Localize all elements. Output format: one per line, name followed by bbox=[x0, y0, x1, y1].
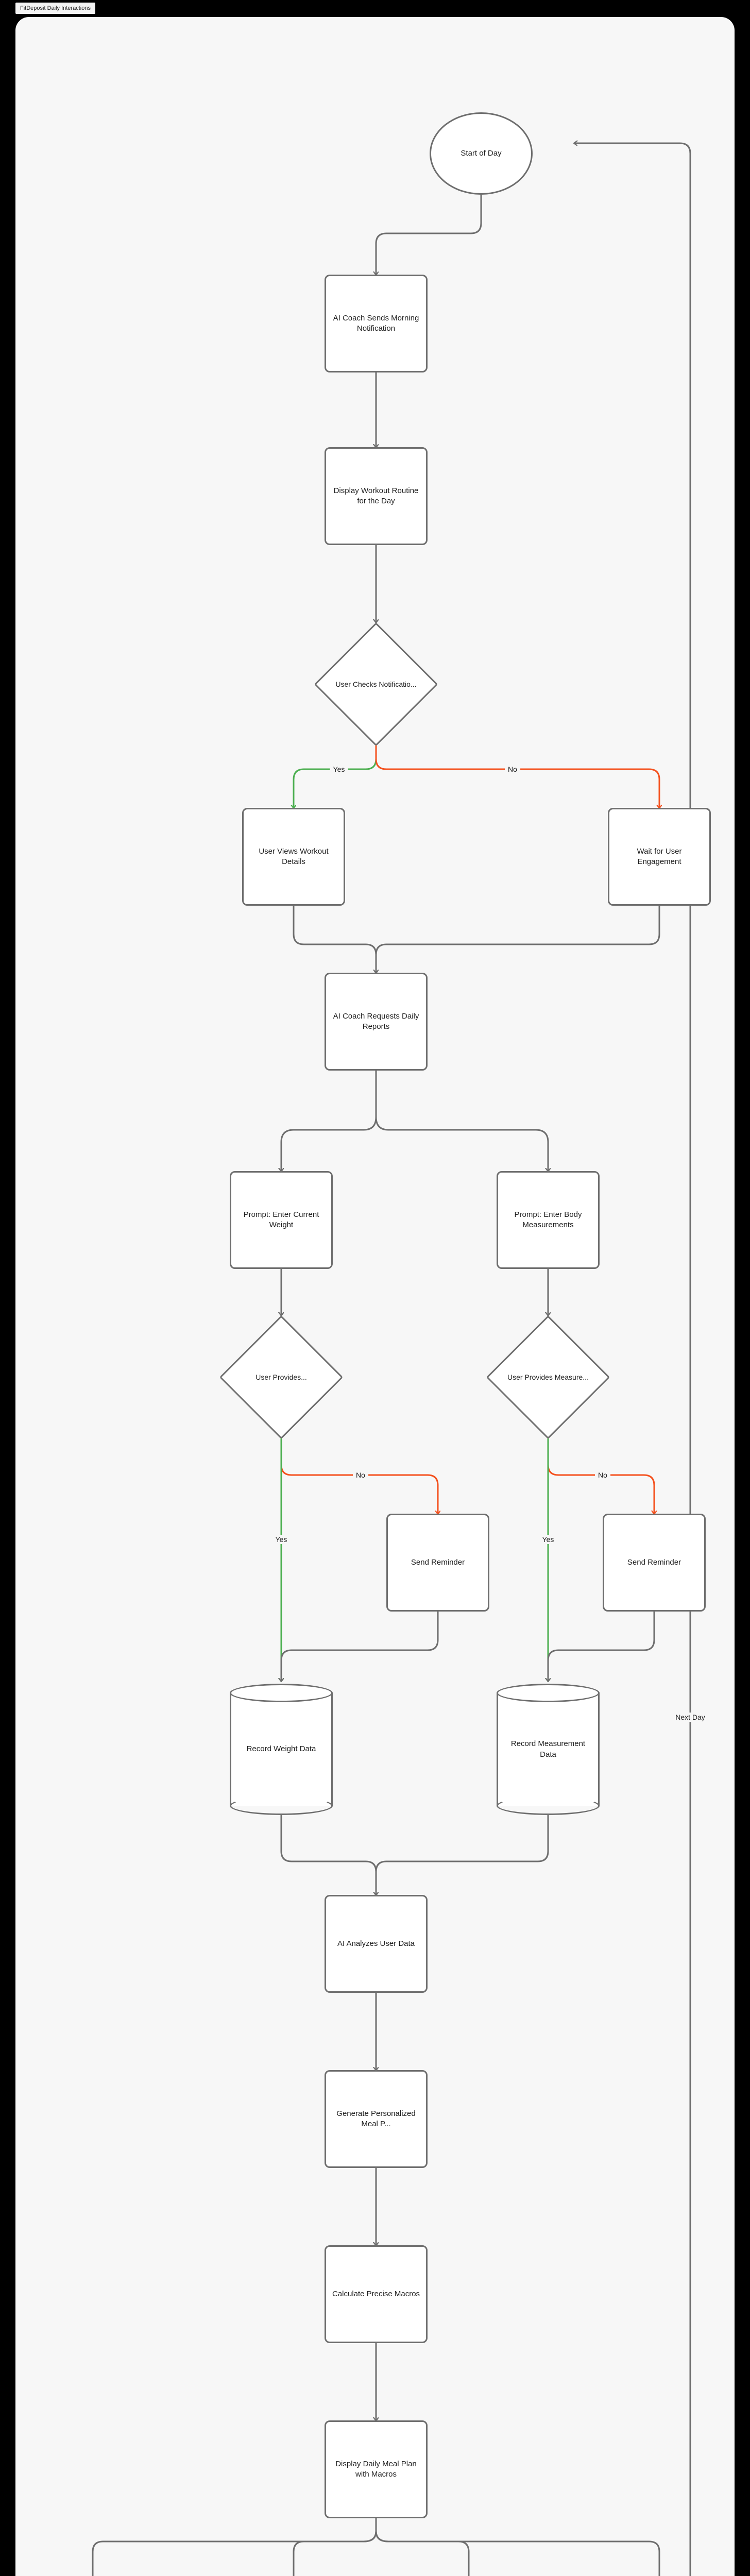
cylinder-bottom bbox=[230, 1797, 333, 1815]
node-prompt-enter-body-measurements[interactable]: Prompt: Enter Body Measurements bbox=[497, 1171, 600, 1269]
node-label: User Provides Measure... bbox=[507, 1372, 589, 1381]
node-ai-coach-requests-daily-reports[interactable]: AI Coach Requests Daily Reports bbox=[325, 973, 428, 1071]
cylinder-top bbox=[230, 1684, 333, 1702]
node-user-provides-measurements[interactable]: User Provides Measure... bbox=[486, 1315, 610, 1439]
cylinder-bottom bbox=[497, 1797, 600, 1815]
node-label: Send Reminder bbox=[411, 1557, 465, 1567]
edge-label-provides1-no: No bbox=[353, 1470, 368, 1480]
node-label: Prompt: Enter Current Weight bbox=[243, 1210, 319, 1229]
node-display-daily-meal-plan-with-macros[interactable]: Display Daily Meal Plan with Macros bbox=[325, 2420, 428, 2518]
node-label: Display Daily Meal Plan with Macros bbox=[335, 2459, 417, 2479]
node-label: User Provides... bbox=[255, 1372, 307, 1381]
node-send-reminder-weight[interactable]: Send Reminder bbox=[386, 1514, 489, 1612]
edge-label-provides2-no: No bbox=[595, 1470, 610, 1480]
node-label: Record Measurement Data bbox=[510, 1739, 586, 1759]
node-calculate-precise-macros[interactable]: Calculate Precise Macros bbox=[325, 2245, 428, 2343]
edge-label-checks-yes: Yes bbox=[330, 765, 348, 774]
node-label: Calculate Precise Macros bbox=[332, 2289, 420, 2298]
node-label: Wait for User Engagement bbox=[637, 846, 682, 866]
edge-label-provides1-yes: Yes bbox=[272, 1535, 291, 1544]
node-generate-personalized-meal-plan[interactable]: Generate Personalized Meal P... bbox=[325, 2070, 428, 2168]
node-label: User Checks Notificatio... bbox=[335, 680, 417, 688]
node-record-measurement-data[interactable]: Record Measurement Data bbox=[497, 1684, 600, 1815]
node-record-weight-data[interactable]: Record Weight Data bbox=[230, 1684, 333, 1815]
node-label: Record Weight Data bbox=[246, 1744, 316, 1754]
cylinder-body bbox=[230, 1693, 333, 1806]
edge-label-next-day: Next Day bbox=[672, 1713, 708, 1722]
node-ai-analyzes-user-data[interactable]: AI Analyzes User Data bbox=[325, 1895, 428, 1993]
node-label: AI Analyzes User Data bbox=[337, 1939, 415, 1948]
node-label: AI Coach Requests Daily Reports bbox=[333, 1011, 419, 1031]
node-user-checks-notification[interactable]: User Checks Notificatio... bbox=[314, 622, 438, 746]
node-display-workout-routine[interactable]: Display Workout Routine for the Day bbox=[325, 447, 428, 545]
edge-label-checks-no: No bbox=[505, 765, 520, 774]
node-wait-for-user-engagement[interactable]: Wait for User Engagement bbox=[608, 808, 711, 906]
node-label: Display Workout Routine for the Day bbox=[333, 486, 419, 505]
node-label: Start of Day bbox=[461, 148, 502, 158]
node-label: AI Coach Sends Morning Notification bbox=[333, 313, 419, 333]
node-label: Generate Personalized Meal P... bbox=[336, 2109, 416, 2128]
node-label: Prompt: Enter Body Measurements bbox=[514, 1210, 582, 1229]
edge-layer bbox=[92, 17, 691, 2576]
flowchart-canvas[interactable]: Start of Day AI Coach Sends Morning Noti… bbox=[15, 17, 735, 2576]
node-prompt-enter-current-weight[interactable]: Prompt: Enter Current Weight bbox=[230, 1171, 333, 1269]
node-label: Send Reminder bbox=[627, 1557, 681, 1567]
node-start-of-day[interactable]: Start of Day bbox=[430, 112, 533, 195]
edge-label-provides2-yes: Yes bbox=[539, 1535, 557, 1544]
node-label: User Views Workout Details bbox=[259, 846, 329, 866]
cylinder-top bbox=[497, 1684, 600, 1702]
window-title: FitDeposit Daily Interactions bbox=[15, 3, 95, 14]
node-send-reminder-measurements[interactable]: Send Reminder bbox=[603, 1514, 706, 1612]
node-user-provides-weight[interactable]: User Provides... bbox=[219, 1315, 343, 1439]
cylinder-body bbox=[497, 1693, 600, 1806]
node-user-views-workout-details[interactable]: User Views Workout Details bbox=[242, 808, 345, 906]
node-ai-coach-sends-morning-notification[interactable]: AI Coach Sends Morning Notification bbox=[325, 275, 428, 372]
